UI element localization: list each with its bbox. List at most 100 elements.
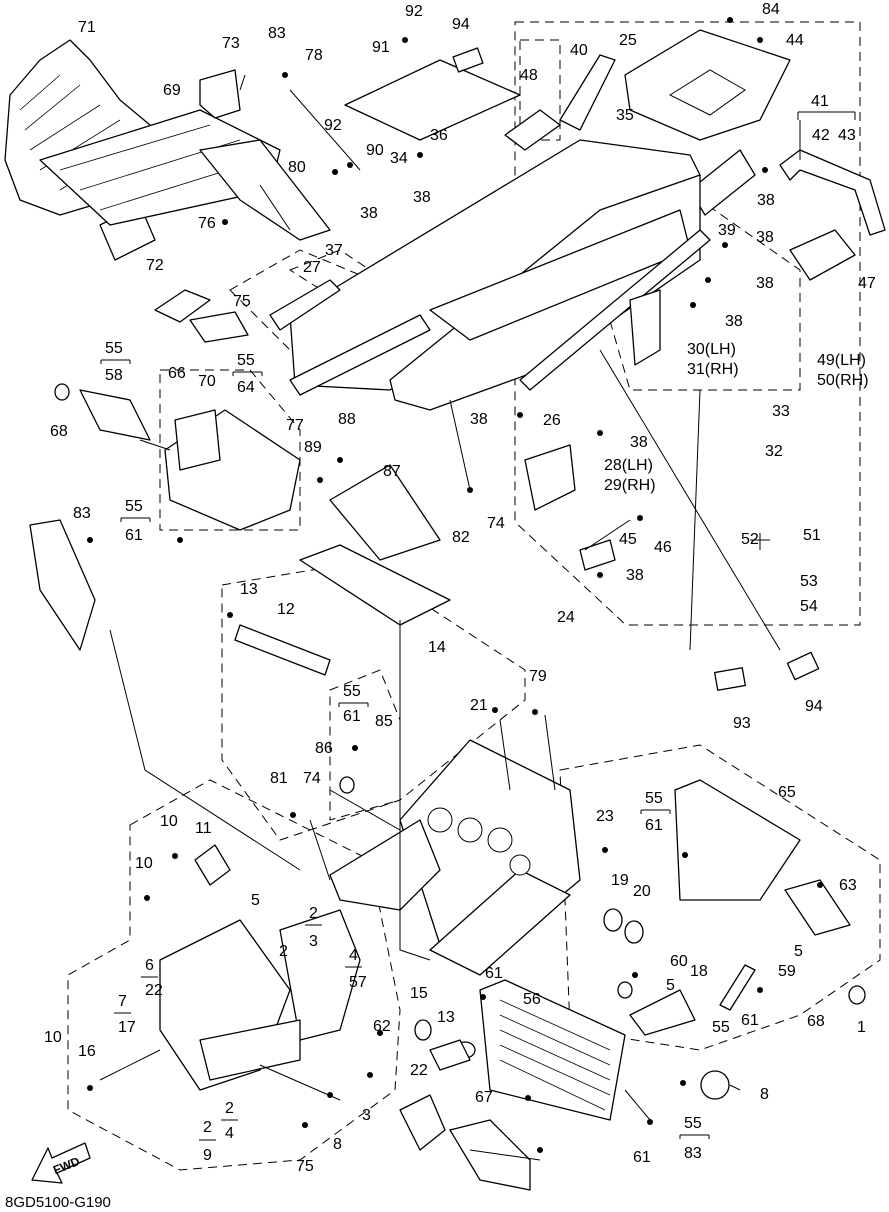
callout: 49(LH) — [817, 352, 866, 369]
callout: 80 — [288, 159, 306, 176]
label-94-lower — [786, 651, 820, 681]
callout: 19 — [611, 872, 629, 889]
callout: 75 — [233, 293, 251, 310]
label-93 — [713, 667, 747, 691]
callout: 87 — [383, 463, 401, 480]
plate-40 — [559, 54, 616, 131]
callout: 38 — [360, 205, 378, 222]
callout: 61 — [485, 965, 503, 982]
callout: 55 — [105, 340, 123, 357]
callout: 3 — [362, 1107, 371, 1124]
grab-bar-41 — [779, 149, 886, 236]
callout: 89 — [304, 439, 322, 456]
callout: 94 — [805, 698, 823, 715]
callout: 72 — [146, 257, 164, 274]
callout: 8 — [333, 1136, 342, 1153]
footrest-66 — [164, 409, 301, 531]
callout: 35 — [616, 107, 634, 124]
callout: 13 — [240, 581, 258, 598]
front-upper-frame — [39, 109, 331, 241]
callout: 55 — [645, 790, 663, 807]
bracket-83-left — [29, 519, 96, 651]
callout: 34 — [390, 150, 408, 167]
callout: 92 — [324, 117, 342, 134]
callout: 38 — [756, 275, 774, 292]
main-tunnel — [289, 139, 701, 411]
callout: 68 — [807, 1013, 825, 1030]
callout: 62 — [373, 1018, 391, 1035]
callout: 73 — [222, 35, 240, 52]
callout: 83 — [73, 505, 91, 522]
bracket-58 — [79, 389, 151, 441]
callout: 94 — [452, 16, 470, 33]
callout: 38 — [757, 192, 775, 209]
plate-62 — [719, 964, 756, 1011]
plate-48 — [504, 109, 561, 151]
callout: 2 — [225, 1100, 234, 1117]
callout: 37 — [325, 242, 343, 259]
bracket-11 — [194, 844, 231, 886]
callout: 55 — [684, 1115, 702, 1132]
callout-group-brackets — [100, 111, 856, 1141]
callout: 14 — [428, 639, 446, 656]
callout: 38 — [725, 313, 743, 330]
callout: 55 — [237, 352, 255, 369]
bracket-73 — [199, 69, 241, 119]
callout: 82 — [452, 529, 470, 546]
fwd-arrow: FWD — [31, 1142, 91, 1184]
callout: 40 — [570, 42, 588, 59]
callout: 12 — [277, 601, 295, 618]
callout: 53 — [800, 573, 818, 590]
callout: 23 — [596, 808, 614, 825]
callout: 61 — [125, 527, 143, 544]
bracket-57 — [784, 879, 851, 936]
callout: 13 — [437, 1009, 455, 1026]
callout: 54 — [800, 598, 818, 615]
callout: 10 — [135, 855, 153, 872]
callout: 30(LH) — [687, 341, 736, 358]
rail-12 — [234, 624, 331, 676]
cooler-15 — [479, 979, 626, 1121]
callout: 31(RH) — [687, 361, 739, 378]
callout: 75 — [296, 1158, 314, 1175]
callout: 55 — [712, 1019, 730, 1036]
skid-plate-65 — [674, 779, 801, 901]
callout: 16 — [78, 1043, 96, 1060]
callout: 86 — [315, 740, 333, 757]
callout: 24 — [557, 609, 575, 626]
mount-59 — [629, 989, 696, 1036]
callout: 58 — [105, 367, 123, 384]
callout: 38 — [630, 434, 648, 451]
callout: 21 — [470, 697, 488, 714]
callout: 7 — [118, 993, 127, 1010]
callout: 38 — [413, 189, 431, 206]
callout: 61 — [343, 708, 361, 725]
callout: 27 — [303, 259, 321, 276]
plate-70 — [189, 311, 249, 343]
plate-91 — [344, 59, 521, 141]
callout: 39 — [718, 222, 736, 239]
callout: 38 — [756, 229, 774, 246]
callout: 2 — [203, 1119, 212, 1136]
callout: 76 — [198, 215, 216, 232]
callout: 9 — [203, 1147, 212, 1164]
rear-cover-25 — [624, 29, 791, 141]
callout-labels: 71 73 83 78 92 91 94 84 44 25 40 48 69 9… — [44, 1, 876, 1175]
callout: 56 — [523, 991, 541, 1008]
side-rail-77 — [289, 314, 431, 396]
callout: 55 — [125, 498, 143, 515]
hub-67 — [700, 1070, 730, 1100]
callout: 64 — [237, 379, 255, 396]
callout: 2 — [279, 943, 288, 960]
callout: 15 — [410, 985, 428, 1002]
bushings — [54, 383, 866, 1071]
callout: 74 — [487, 515, 505, 532]
callout: 10 — [44, 1029, 62, 1046]
callout: 85 — [375, 713, 393, 730]
bracket-45 — [579, 539, 616, 571]
callout: 47 — [858, 275, 876, 292]
bracket-30-31 — [629, 289, 661, 366]
callout: 61 — [741, 1012, 759, 1029]
callout: 5 — [794, 943, 803, 960]
callout: 17 — [118, 1019, 136, 1036]
